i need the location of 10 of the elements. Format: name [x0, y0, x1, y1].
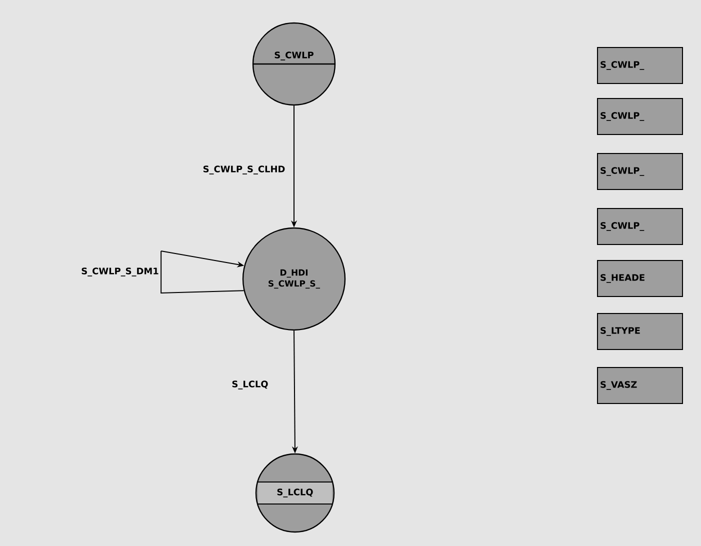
state-box: S_CWLP_	[597, 152, 683, 190]
state-box: S_VASZ	[597, 366, 683, 404]
edge-label: S_LCLQ	[230, 380, 270, 390]
state-box: S_CWLP_	[597, 208, 683, 245]
edge-label: S_CWLP_S_CLHD	[202, 164, 286, 176]
state-box: S_CWLP_	[597, 47, 683, 84]
state-box: S_HEADE	[597, 260, 683, 297]
state-box: S_CWLP_	[597, 98, 683, 135]
state-label: S_CWLP_S_DM1	[82, 250, 244, 294]
state-box: S_LTYPE	[597, 312, 683, 350]
